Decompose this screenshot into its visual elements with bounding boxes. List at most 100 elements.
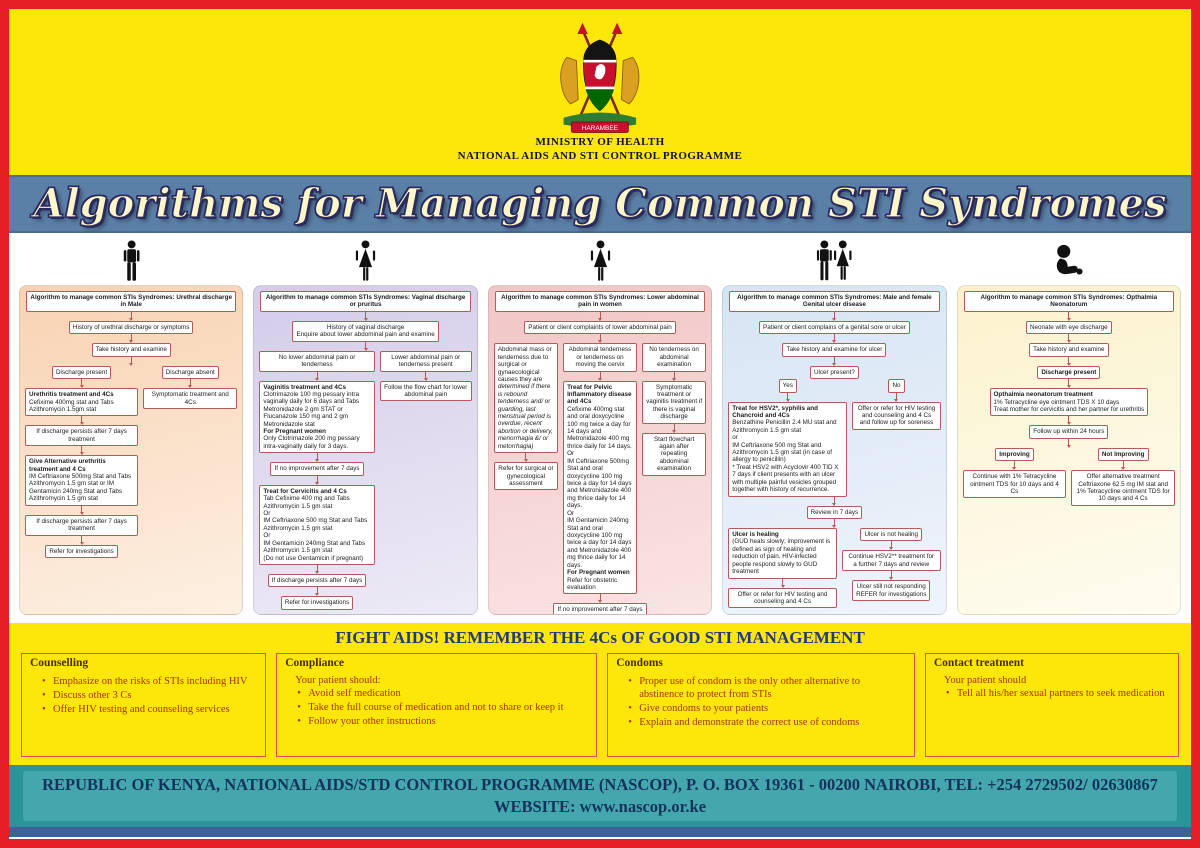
programme-title: NATIONAL AIDS AND STI CONTROL PROGRAMME bbox=[457, 150, 743, 162]
arrow-down-icon bbox=[598, 312, 602, 321]
flow-box: Neonate with eye discharge bbox=[1025, 320, 1112, 335]
branch-right: Lower abdominal pain or tenderness prese… bbox=[379, 350, 472, 402]
compliance-intro: Your patient should: bbox=[295, 675, 381, 686]
condoms-box: Condoms Proper use of condom is the only… bbox=[607, 653, 915, 757]
flow-box: Refer for surgical or gynecological asse… bbox=[493, 462, 559, 491]
branch-improving: Improving Continue with 1% Tetracycline … bbox=[962, 447, 1067, 499]
flow-box: Take history and examine bbox=[91, 343, 171, 357]
arrow-down-icon bbox=[364, 342, 368, 351]
pregnant-body: Only Clotrimazole 200 mg pessary intra-v… bbox=[263, 435, 360, 450]
four-cs-section: FIGHT AIDS! REMEMBER THE 4Cs OF GOOD STI… bbox=[9, 623, 1191, 765]
couple-icon-slot bbox=[813, 237, 855, 285]
chart-title: Algorithm to manage common STIs Syndrome… bbox=[729, 291, 940, 312]
counselling-box: Counselling Emphasize on the risks of ST… bbox=[21, 653, 267, 757]
chart-title: Algorithm to manage common STIs Syndrome… bbox=[260, 291, 471, 312]
bullet-item: Discuss other 3 Cs bbox=[42, 689, 257, 702]
branch-row: Ulcer is healing (GUD heals slowly; impr… bbox=[728, 528, 941, 609]
arrow-down-icon bbox=[80, 379, 84, 388]
bullet-item: Offer HIV testing and counseling service… bbox=[42, 703, 257, 716]
flow-box: Discharge present bbox=[1037, 365, 1101, 380]
flow-box: If discharge persists after 7 days treat… bbox=[25, 514, 139, 536]
arrow-down-icon bbox=[1121, 461, 1125, 470]
bullet-item: Tell all his/her sexual partners to seek… bbox=[946, 687, 1170, 700]
chart-vaginal: Algorithm to manage common STIs Syndrome… bbox=[253, 285, 478, 615]
arrow-down-icon bbox=[598, 334, 602, 343]
flow-box: Follow the flow chart for lower abdomina… bbox=[379, 380, 472, 402]
arrow-down-icon bbox=[80, 416, 84, 425]
treatment-box: Treat for Pelvic Inflammatory disease an… bbox=[563, 380, 637, 595]
flow-box: Ulcer is healing (GUD heals slowly; impr… bbox=[728, 528, 837, 579]
pregnant-title: For Pregnant women bbox=[263, 428, 327, 436]
arrow-down-icon bbox=[781, 579, 785, 588]
arrow-down-icon bbox=[1067, 416, 1071, 425]
flow-box: Symptomatic treatment or vaginitis treat… bbox=[641, 380, 707, 424]
poster-title: Algorithms for Managing Common STI Syndr… bbox=[33, 180, 1167, 227]
column-urethral: Algorithm to manage common STIs Syndrome… bbox=[19, 237, 244, 615]
bullet-item: Take the full course of medication and n… bbox=[297, 701, 588, 714]
treatment-box: Vaginitis treatment and 4Cs Clotrimazole… bbox=[259, 380, 375, 454]
branch-row: Improving Continue with 1% Tetracycline … bbox=[962, 447, 1176, 506]
flow-box: Review in 7 days bbox=[806, 505, 863, 520]
arrow-down-icon bbox=[315, 587, 319, 596]
counselling-list: Emphasize on the risks of STIs including… bbox=[42, 675, 257, 717]
branch-left: Discharge present Urethritis treatment a… bbox=[25, 365, 139, 559]
footer-address: REPUBLIC OF KENYA, NATIONAL AIDS/STD CON… bbox=[42, 774, 1158, 794]
baby-icon bbox=[1056, 244, 1083, 275]
flow-box: Offer or refer for HIV testing and couns… bbox=[728, 587, 837, 609]
flow-box: Improving bbox=[995, 447, 1034, 462]
treatment-box: Give Alternative urethritis treatment an… bbox=[25, 455, 139, 506]
arrow-down-icon bbox=[364, 312, 368, 321]
flow-box: Not Improving bbox=[1097, 447, 1149, 462]
flow-box: Refer for investigations bbox=[45, 544, 118, 559]
branch-not-improving: Not Improving Offer alternative treatmen… bbox=[1071, 447, 1176, 506]
arrow-down-icon bbox=[80, 536, 84, 545]
title-banner: Algorithms for Managing Common STI Syndr… bbox=[9, 175, 1191, 233]
flow-box: Lower abdominal pain or tenderness prese… bbox=[379, 350, 472, 372]
arrow-down-icon bbox=[80, 446, 84, 455]
flow-box: No tenderness on abdominal examination bbox=[641, 343, 707, 372]
treatment-title: Vaginitis treatment and 4Cs bbox=[263, 383, 346, 391]
arrow-down-icon bbox=[129, 334, 133, 343]
arrow-down-icon bbox=[80, 506, 84, 515]
flow-box: Continue HSV2** treatment for a further … bbox=[841, 550, 941, 572]
branch-mass: Abdominal mass or tenderness due to surg… bbox=[493, 343, 559, 491]
bullet-item: Emphasize on the risks of STIs including… bbox=[42, 675, 257, 688]
arrow-down-icon bbox=[598, 372, 602, 381]
flow-box: Patient or client complains of a genital… bbox=[759, 320, 910, 335]
footer-panel: REPUBLIC OF KENYA, NATIONAL AIDS/STD CON… bbox=[23, 770, 1177, 822]
flow-box: Ulcer is not healing bbox=[860, 528, 923, 542]
motto-text: HARAMBEE bbox=[582, 125, 619, 132]
arrow-down-icon bbox=[424, 372, 428, 381]
chart-title: Algorithm to manage common STIs Syndrome… bbox=[963, 291, 1174, 312]
treatment-title: Urethritis treatment and 4Cs bbox=[29, 391, 114, 399]
male-icon-slot bbox=[122, 237, 141, 285]
arrow-down-icon bbox=[1067, 379, 1071, 388]
male-figure-icon bbox=[123, 240, 140, 281]
branch-not-healing: Ulcer is not healing Continue HSV2** tre… bbox=[841, 528, 941, 602]
flow-box: Refer for investigations bbox=[280, 596, 354, 610]
contact-intro: Your patient should bbox=[943, 675, 1027, 686]
branch-row: Yes Treat for HSV2*, syphilis and Chancr… bbox=[728, 379, 941, 497]
arrow-down-icon bbox=[315, 565, 319, 574]
footer-website: WEBSITE: www.nascop.or.ke bbox=[493, 797, 707, 816]
treatment-box: Treat for HSV2*, syphilis and Chancroid … bbox=[728, 401, 848, 497]
flow-box: Abdominal mass or tenderness due to surg… bbox=[493, 343, 559, 454]
arrow-down-icon bbox=[1067, 357, 1071, 366]
header-band: HARAMBEE MINISTRY OF HEALTH NATIONAL AID… bbox=[9, 9, 1191, 175]
flow-box: Offer or refer for HIV testing and couns… bbox=[852, 401, 941, 430]
flow-box: If discharge persists after 7 days bbox=[267, 573, 367, 588]
yes-label: Yes bbox=[778, 379, 797, 393]
flow-box: Discharge absent bbox=[161, 365, 219, 380]
treatment-title: Treat for Pelvic Inflammatory disease an… bbox=[567, 383, 632, 406]
bullet-item: Follow your other instructions bbox=[297, 715, 588, 728]
treatment-body: Benzathine Penicillin 2.4 MU stat and Az… bbox=[732, 419, 839, 494]
chart-gud: Algorithm to manage common STIs Syndrome… bbox=[722, 285, 947, 615]
female-figure-icon bbox=[355, 240, 376, 281]
arrow-down-icon bbox=[315, 372, 319, 381]
treatment-box: Opthalmia neonatorum treatment 1% Tetrac… bbox=[989, 388, 1149, 417]
treatment-body: Cefixime 400mg stat and oral doxycycline… bbox=[567, 405, 632, 569]
treatment-body: IM Ceftriaxone 500mg Stat and Tabs Azith… bbox=[29, 473, 132, 503]
column-gud: Algorithm to manage common STIs Syndrome… bbox=[722, 237, 947, 615]
arrow-down-icon bbox=[832, 357, 836, 366]
arrow-down-icon bbox=[1012, 461, 1016, 470]
